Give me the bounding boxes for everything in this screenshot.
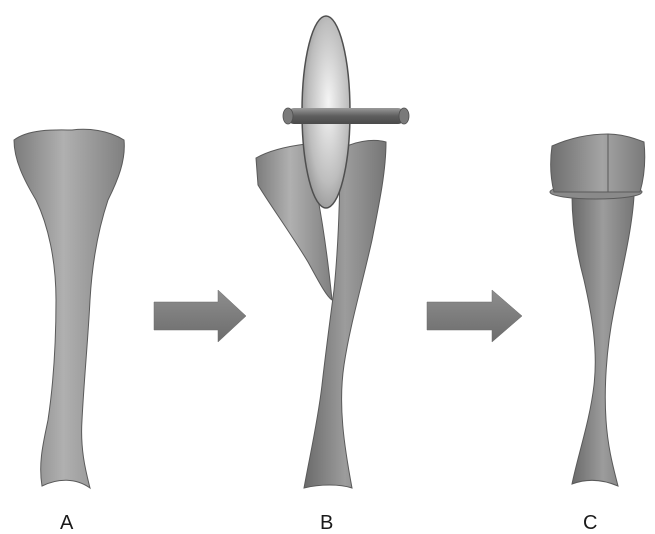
label-b: B — [320, 512, 333, 534]
panel-a — [14, 129, 124, 488]
label-c: C — [583, 512, 597, 534]
bone-c-shaft — [572, 196, 634, 486]
right-arrow-icon — [154, 290, 246, 342]
bone-c-cap — [551, 134, 645, 192]
label-a: A — [60, 512, 74, 534]
panel-c — [550, 134, 645, 486]
bone-a — [14, 129, 124, 488]
panel-b — [256, 16, 409, 488]
right-arrow-icon — [427, 290, 522, 342]
